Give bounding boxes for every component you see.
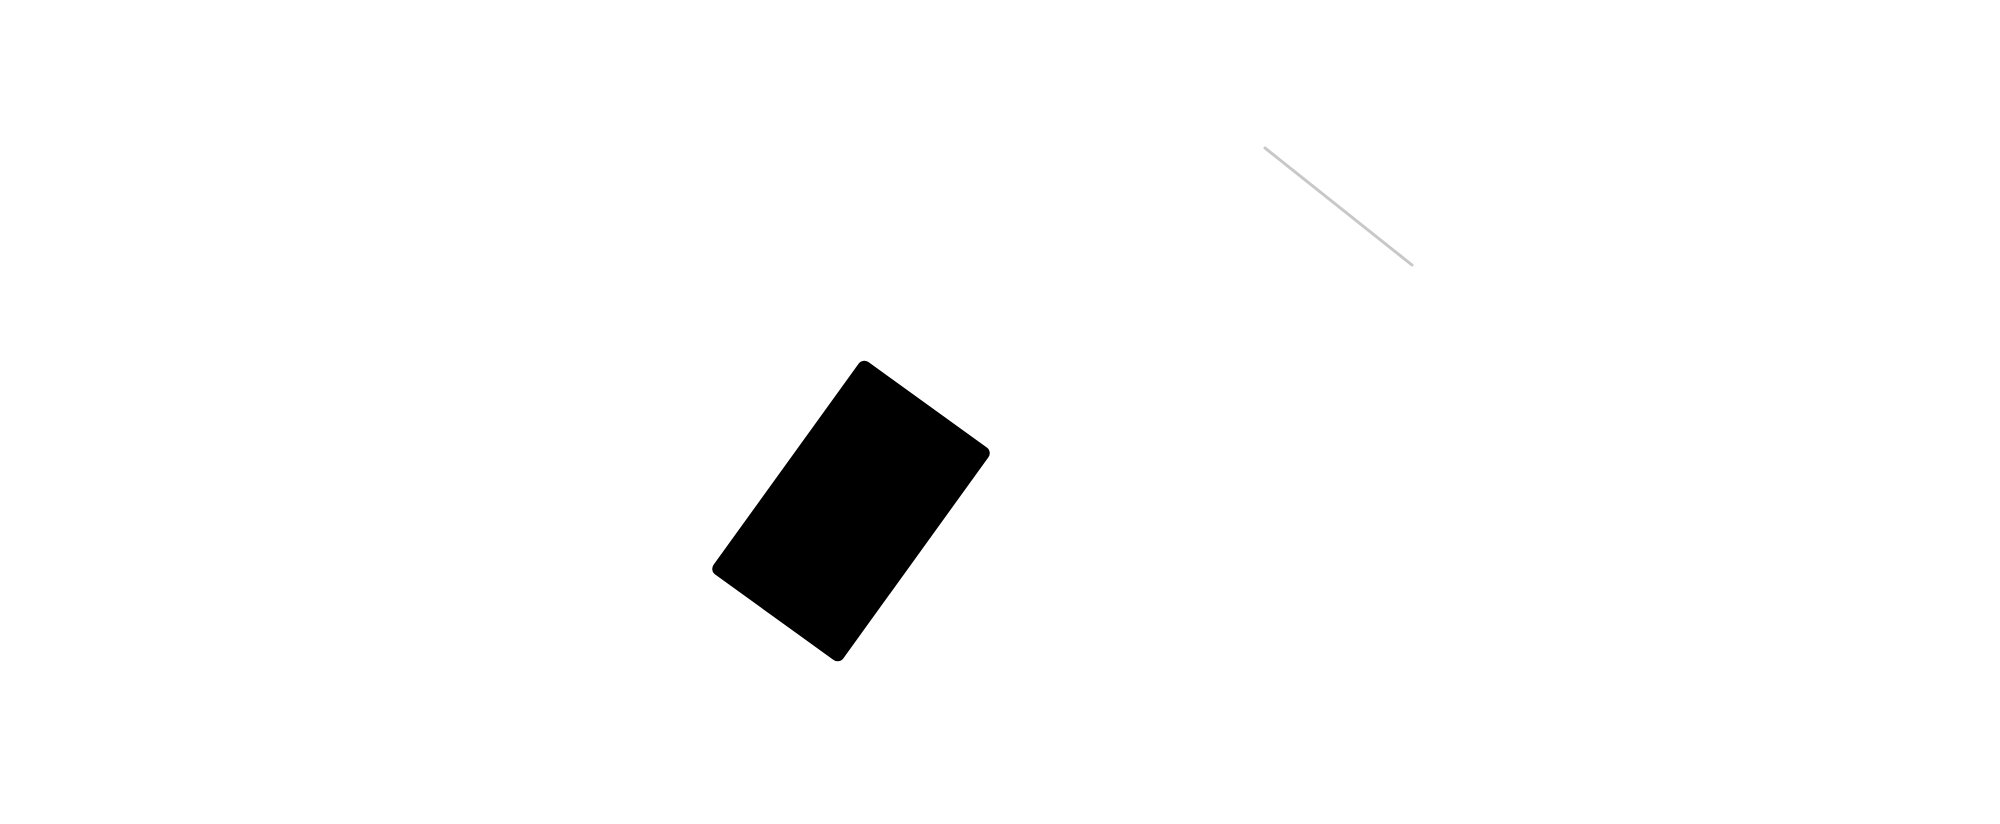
black-rotated-rectangle[interactable] bbox=[709, 358, 992, 664]
gray-line-segment[interactable] bbox=[1263, 146, 1414, 267]
